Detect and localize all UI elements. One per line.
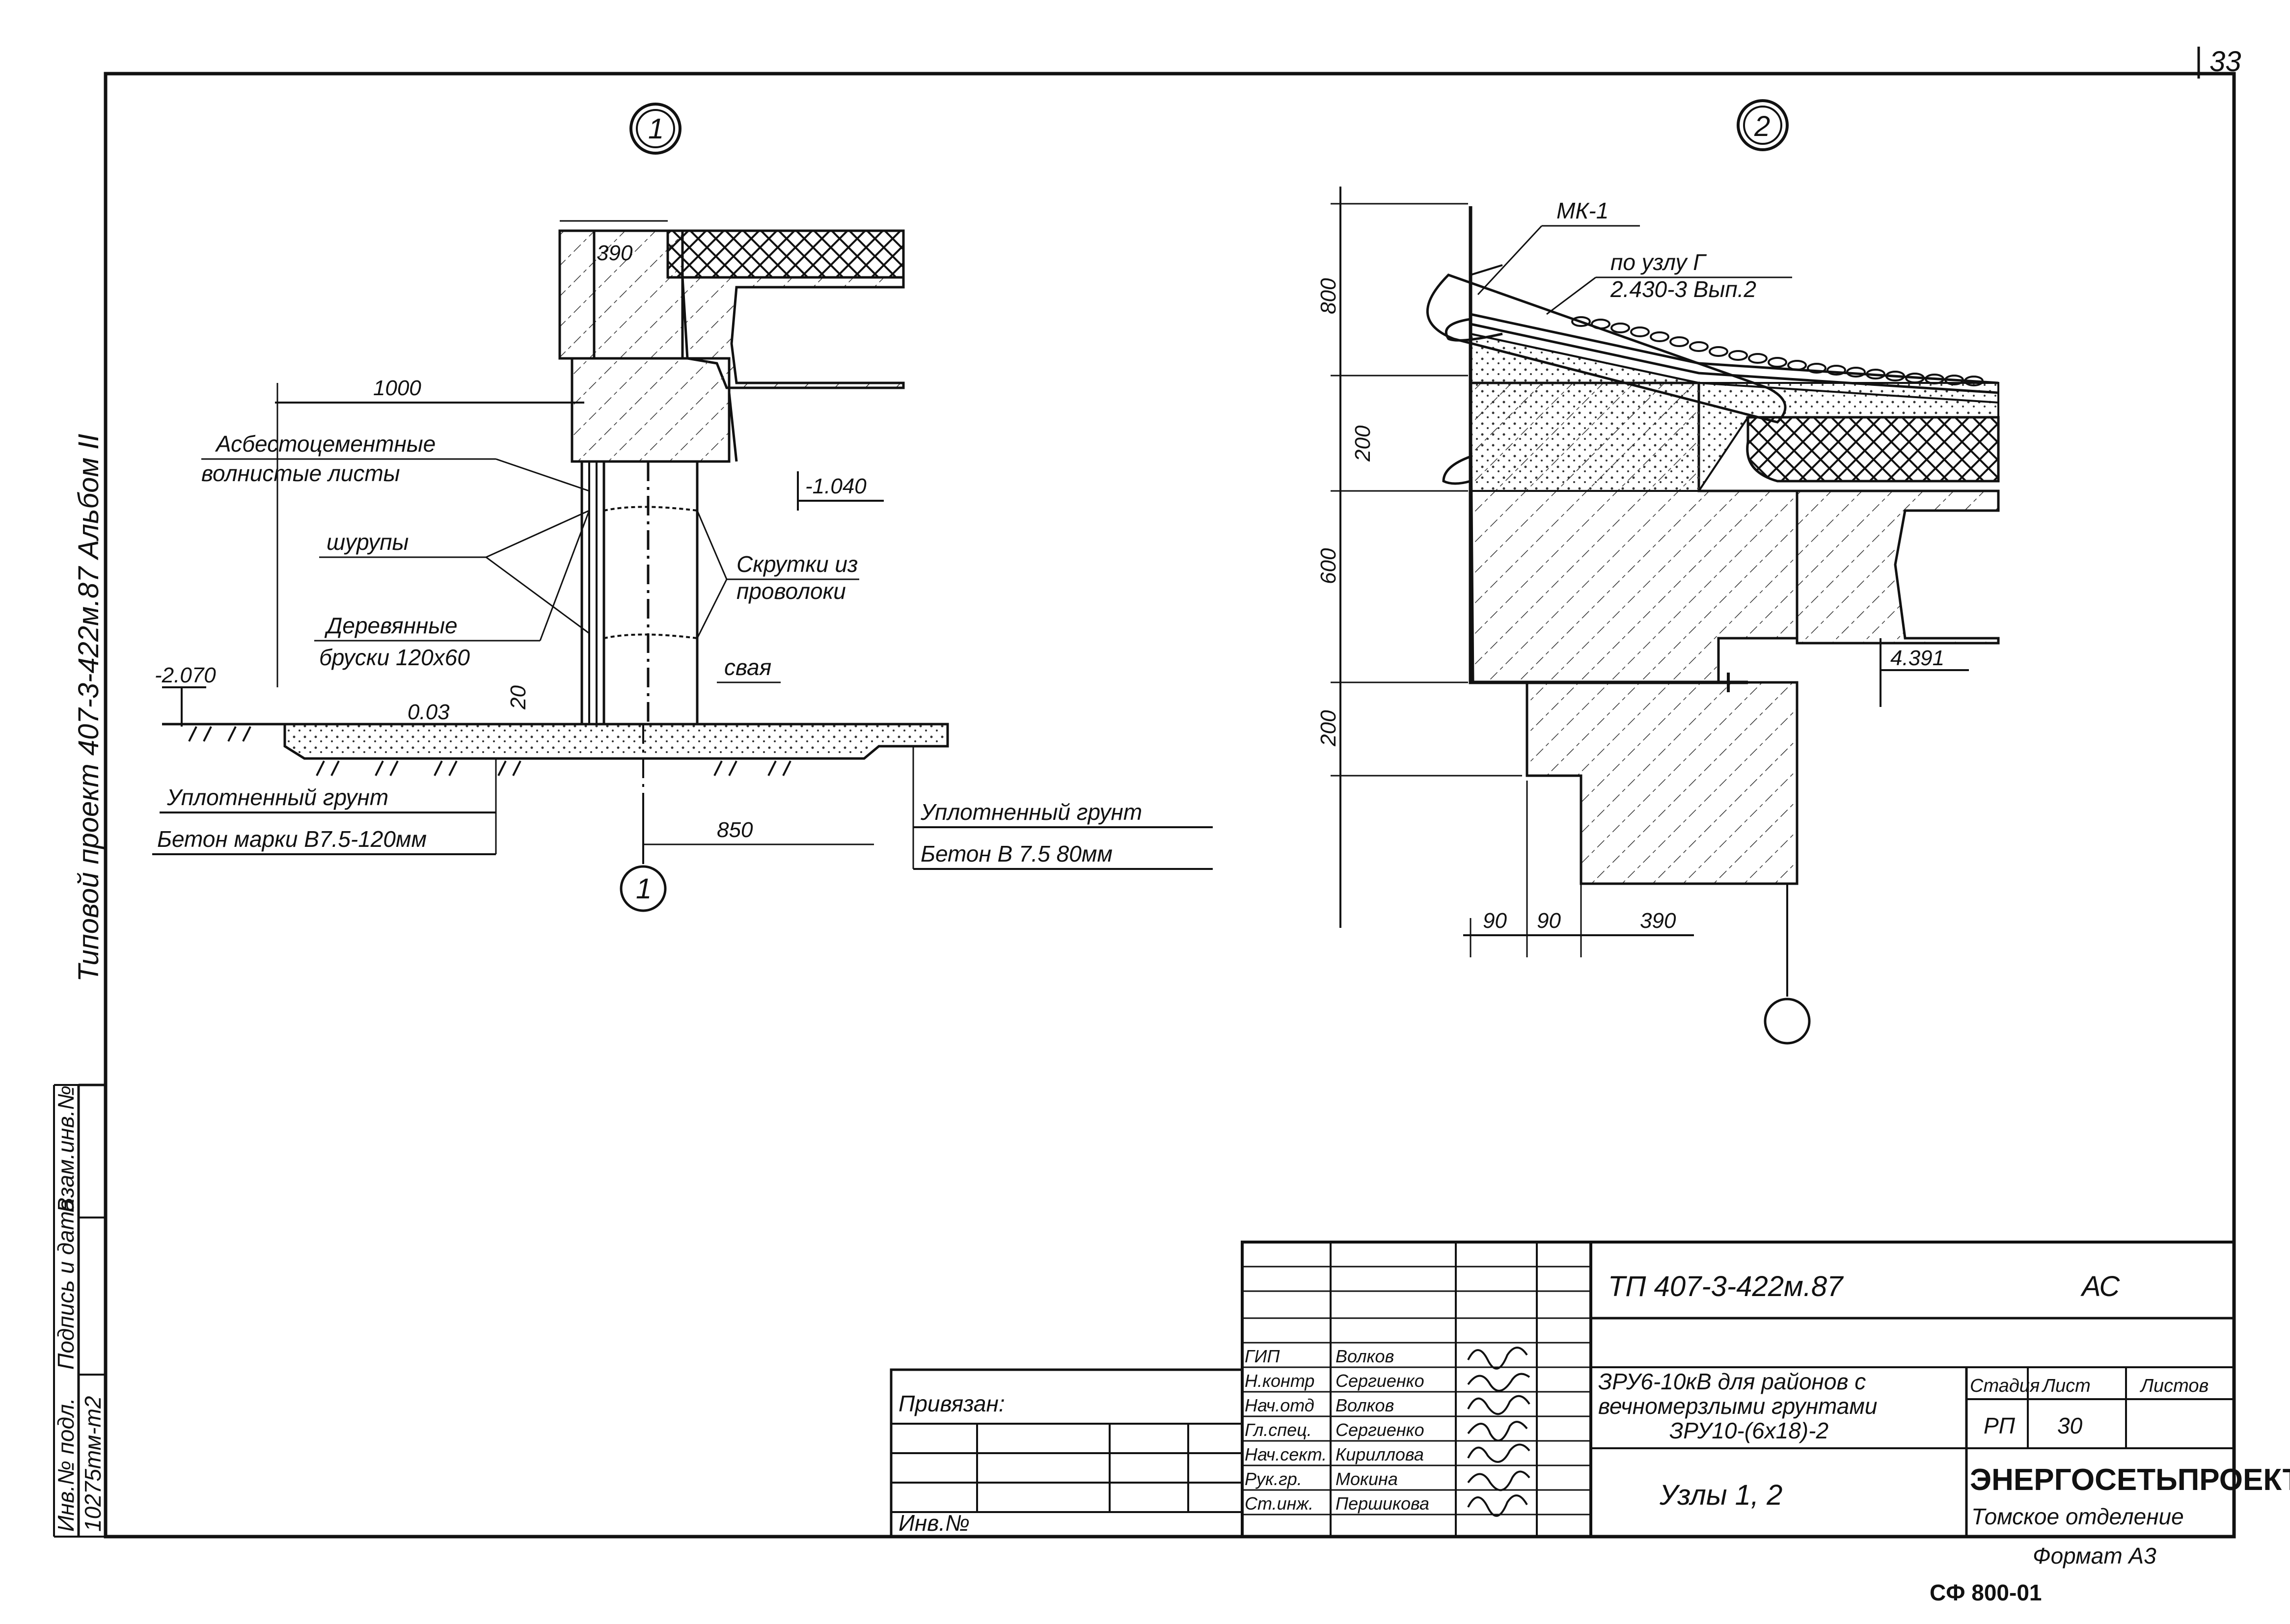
tb-sheet-label: Лист — [2041, 1376, 2091, 1396]
node-2-detail: 2 — [1316, 99, 2000, 1045]
staff-name-1: Сергиенко — [1336, 1371, 1424, 1391]
label-asbestos-1: Асбестоцементные — [215, 431, 436, 457]
node-1-marker: 1 — [648, 113, 664, 145]
album-text: Типовой проект 407-3-422м.87 Альбом II — [73, 433, 105, 982]
staff-role-0: ГИП — [1245, 1346, 1280, 1366]
dim-90a: 90 — [1483, 909, 1507, 933]
label-twists-1: Скрутки из — [736, 551, 858, 577]
signatures — [1467, 1347, 1530, 1517]
label-wood-2: бруски 120х60 — [319, 645, 470, 670]
label-screws: шурупы — [327, 529, 409, 555]
label-wood-1: Деревянные — [324, 613, 458, 638]
node-2-marker: 2 — [1754, 110, 1770, 142]
staff-role-3: Гл.спец. — [1245, 1420, 1312, 1440]
tb-description-2: вечномерзлыми грунтами — [1598, 1393, 1878, 1419]
tb-stage-value: РП — [1984, 1413, 2016, 1438]
level-1040: -1.040 — [805, 474, 867, 498]
staff-name-0: Волков — [1336, 1346, 1394, 1366]
tb-sheets-label: Листов — [2139, 1376, 2208, 1396]
node-2-dim-390: 390 — [1640, 909, 1676, 933]
label-pile: свая — [724, 654, 771, 680]
title-block — [890, 1241, 2235, 1538]
label-ref-2: 2.430-3 Вып.2 — [1610, 276, 1756, 302]
staff-name-6: Першикова — [1336, 1493, 1429, 1514]
tb-mark: АС — [2080, 1271, 2120, 1302]
dim-850: 850 — [717, 818, 753, 842]
slope-value: 0.03 — [408, 700, 450, 724]
dim-200b: 200 — [1316, 710, 1340, 747]
left-soil: Уплотненный грунт — [166, 785, 388, 810]
staff-role-6: Ст.инж. — [1245, 1493, 1313, 1514]
inv-podl-value: 10275тм-т2 — [80, 1396, 106, 1532]
node-1-bottom-marker: 1 — [636, 873, 652, 905]
tb-attached: Привязан: — [899, 1391, 1005, 1416]
level-2070: -2.070 — [155, 663, 216, 687]
node-1-dim-1000: 1000 — [373, 376, 421, 400]
tb-description-1: ЗРУ6-10кВ для районов с — [1598, 1369, 1866, 1394]
label-asbestos-2: волнистые листы — [201, 460, 400, 486]
tb-firm: ЭНЕРГОСЕТЬПРОЕКТ — [1970, 1463, 2290, 1497]
vzam-inv-label: Взам.инв.№ — [53, 1085, 79, 1213]
tb-format: Формат А3 — [2033, 1543, 2156, 1569]
left-concrete: Бетон марки В7.5-120мм — [157, 826, 427, 852]
staff-name-2: Волков — [1336, 1395, 1394, 1415]
side-margin: Типовой проект 407-3-422м.87 Альбом II В… — [53, 433, 106, 1538]
right-concrete: Бетон В 7.5 80мм — [921, 841, 1113, 866]
staff-role-1: Н.контр — [1245, 1371, 1314, 1391]
dim-90b: 90 — [1537, 909, 1561, 933]
staff-name-3: Сергиенко — [1336, 1420, 1424, 1440]
dim-200a: 200 — [1351, 425, 1375, 462]
level-4391: 4.391 — [1890, 646, 1944, 670]
staff-role-4: Нач.сект. — [1245, 1444, 1327, 1464]
label-ref-1: по узлу Г — [1610, 249, 1707, 275]
node-1-dim-390: 390 — [597, 241, 633, 265]
tb-inv-no: Инв.№ — [899, 1510, 970, 1536]
tb-sheet-title: Узлы 1, 2 — [1659, 1479, 1782, 1511]
dim-20: 20 — [506, 685, 530, 710]
staff-role-2: Нач.отд — [1245, 1395, 1314, 1415]
staff-name-4: Кириллова — [1336, 1444, 1424, 1464]
sheet-code: СФ 800-01 — [1930, 1580, 2042, 1605]
label-mk: МК-1 — [1556, 198, 1608, 223]
tb-stage-label: Стадия — [1970, 1376, 2040, 1396]
title-block-text: ТП 407-3-422м.87 АС ЗРУ6-10кВ для районо… — [899, 1271, 2290, 1605]
tb-code: ТП 407-3-422м.87 — [1608, 1271, 1844, 1302]
staff-role-5: Рук.гр. — [1245, 1469, 1302, 1489]
tb-description-3: ЗРУ10-(6х18)-2 — [1669, 1418, 1828, 1443]
label-twists-2: проволоки — [736, 578, 846, 604]
inv-podl-label: Инв.№ подл. — [53, 1398, 79, 1532]
podpis-data-label: Подпись и дата — [53, 1199, 79, 1370]
right-soil: Уплотненный грунт — [920, 799, 1142, 825]
dim-800: 800 — [1316, 278, 1340, 314]
tb-sheet-value: 30 — [2057, 1413, 2083, 1438]
staff-name-5: Мокина — [1336, 1469, 1398, 1489]
tb-branch: Томское отделение — [1971, 1504, 2184, 1529]
node-1-detail: 1 1 — [152, 103, 1213, 912]
dim-600: 600 — [1316, 548, 1340, 584]
